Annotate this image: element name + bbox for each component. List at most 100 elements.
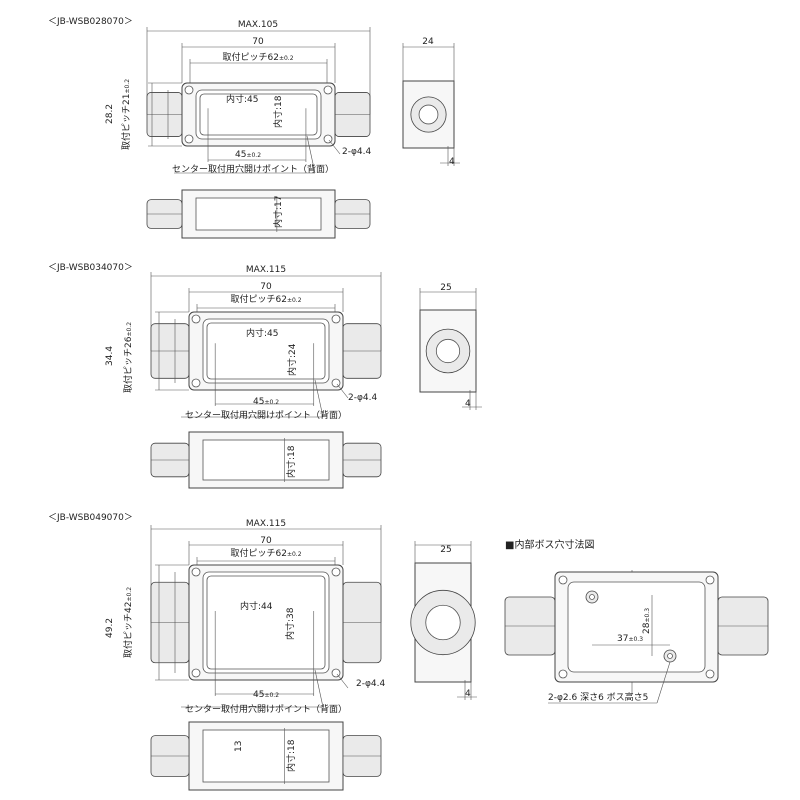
mount-pitch-tol: ±0.2 [279,55,294,62]
boss-h-dim: 37 [617,634,628,644]
hole-leader [328,139,341,155]
vertical-pitch: 取付ピッチ42 [123,602,134,658]
center-note: センター取付用穴開けポイント（背面） [172,163,334,175]
model-title: ＜JB-WSB034070＞ [48,263,133,273]
mounting-hole [191,668,201,678]
front-view-inner [202,729,330,783]
mounting-hole [323,85,333,95]
enclosure-cavity [199,93,318,136]
inner-width: 内寸:44 [240,600,273,612]
depth: 25 [440,545,451,555]
hole-spec: 2-φ4.4 [348,393,377,403]
max-length: MAX.105 [238,20,278,30]
vertical-pitch: 取付ピッチ26 [123,336,134,393]
depth: 25 [440,283,451,293]
boss-v-label: 28±0.3 [642,608,652,634]
mount-pitch-label: 取付ピッチ62±0.2 [222,52,293,63]
side-gland-bore [435,338,461,364]
bottom-pitch-label: 45±0.2 [253,690,279,700]
vertical-pitch-tol: ±0.2 [126,322,133,337]
body-height: 28.2 [105,104,115,124]
body-width: 70 [260,282,272,292]
front-inner: 内寸:18 [285,739,297,772]
mounting-hole [184,134,194,144]
mount-pitch: 取付ピッチ62 [222,52,278,63]
bottom-pitch-tol: ±0.2 [264,399,279,406]
hole-spec: 2-φ4.4 [342,147,371,157]
model-1-labels: ＜JB-WSB028070＞ MAX.105 70 取付ピッチ62±0.2 28… [48,17,455,228]
front-view-inner [202,439,330,481]
mounting-hole [705,669,715,679]
front-inner: 内寸:17 [272,196,284,229]
hole-leader [336,383,349,399]
enclosure-cavity [206,575,326,670]
mounting-hole [184,85,194,95]
boss-v-dim: 28 [642,622,652,634]
center-note: センター取付用穴開けポイント（背面） [185,703,347,715]
note-leader [306,135,316,174]
vertical-pitch-label: 取付ピッチ21±0.2 [121,79,132,150]
mounting-hole [331,668,341,678]
inner-height: 内寸:24 [286,343,298,376]
note-leader [314,669,324,708]
depth: 24 [422,37,434,47]
front-inner: 内寸:18 [285,445,297,478]
mounting-hole [331,567,341,577]
max-length: MAX.115 [246,265,286,275]
model-title: ＜JB-WSB049070＞ [48,513,133,523]
mounting-hole [331,314,341,324]
inner-width: 内寸:45 [246,327,279,339]
body-height: 49.2 [105,618,115,638]
flange: 4 [465,689,471,699]
mount-pitch-tol: ±0.2 [287,551,302,558]
body-width: 70 [252,37,264,47]
front-view-inner [195,197,322,231]
vertical-pitch-tol: ±0.2 [124,79,131,94]
mount-pitch-label: 取付ピッチ62±0.2 [230,548,301,559]
boss-v-tol: ±0.3 [644,608,651,623]
boss-hole [667,653,673,659]
side-gland-bore [425,604,461,641]
flange: 4 [449,157,455,167]
front-extra: 13 [234,741,244,752]
vertical-pitch-label: 取付ピッチ42±0.2 [123,587,134,658]
note-leader [314,379,324,418]
bottom-pitch-label: 45±0.2 [253,397,279,407]
boss-h-tol: ±0.3 [628,636,643,643]
boss-hole [589,594,595,600]
mounting-hole [705,575,715,585]
boss-h-label: 37±0.3 [617,634,643,644]
drawing-shapes [146,27,769,791]
flange: 4 [465,399,471,409]
inner-width: 内寸:45 [226,93,259,105]
body-width: 70 [260,536,272,546]
body-height: 34.4 [105,346,115,366]
boss-enclosure-inner [567,581,706,673]
boss-title: ■内部ボス穴寸法図 [505,538,594,551]
hole-leader [336,673,349,689]
boss-note: 2-φ2.6 深さ6 ボス高さ5 [548,691,648,703]
mounting-hole [331,378,341,388]
mount-pitch-label: 取付ピッチ62±0.2 [230,294,301,305]
vertical-pitch-label: 取付ピッチ26±0.2 [123,322,134,393]
bottom-pitch: 45 [253,690,264,700]
vertical-pitch-tol: ±0.2 [126,587,133,602]
max-length: MAX.115 [246,519,286,529]
model-3-labels: ＜JB-WSB049070＞ MAX.115 70 取付ピッチ62±0.2 49… [48,513,471,772]
inner-height: 内寸:18 [272,95,284,128]
mounting-hole [191,314,201,324]
vertical-pitch: 取付ピッチ21 [121,94,132,150]
boss-labels: ■内部ボス穴寸法図 37±0.3 28±0.3 2-φ2.6 深さ6 ボス高さ5 [505,538,652,703]
enclosure-cavity [206,322,326,380]
mount-pitch: 取付ピッチ62 [230,294,286,305]
model-2-labels: ＜JB-WSB034070＞ MAX.115 70 取付ピッチ62±0.2 34… [48,263,471,478]
mounting-hole [191,567,201,577]
bottom-pitch: 45 [253,397,264,407]
mounting-hole [558,575,568,585]
bottom-pitch-tol: ±0.2 [246,152,261,159]
bottom-pitch-tol: ±0.2 [264,692,279,699]
mounting-hole [323,134,333,144]
model-title: ＜JB-WSB028070＞ [48,17,133,27]
